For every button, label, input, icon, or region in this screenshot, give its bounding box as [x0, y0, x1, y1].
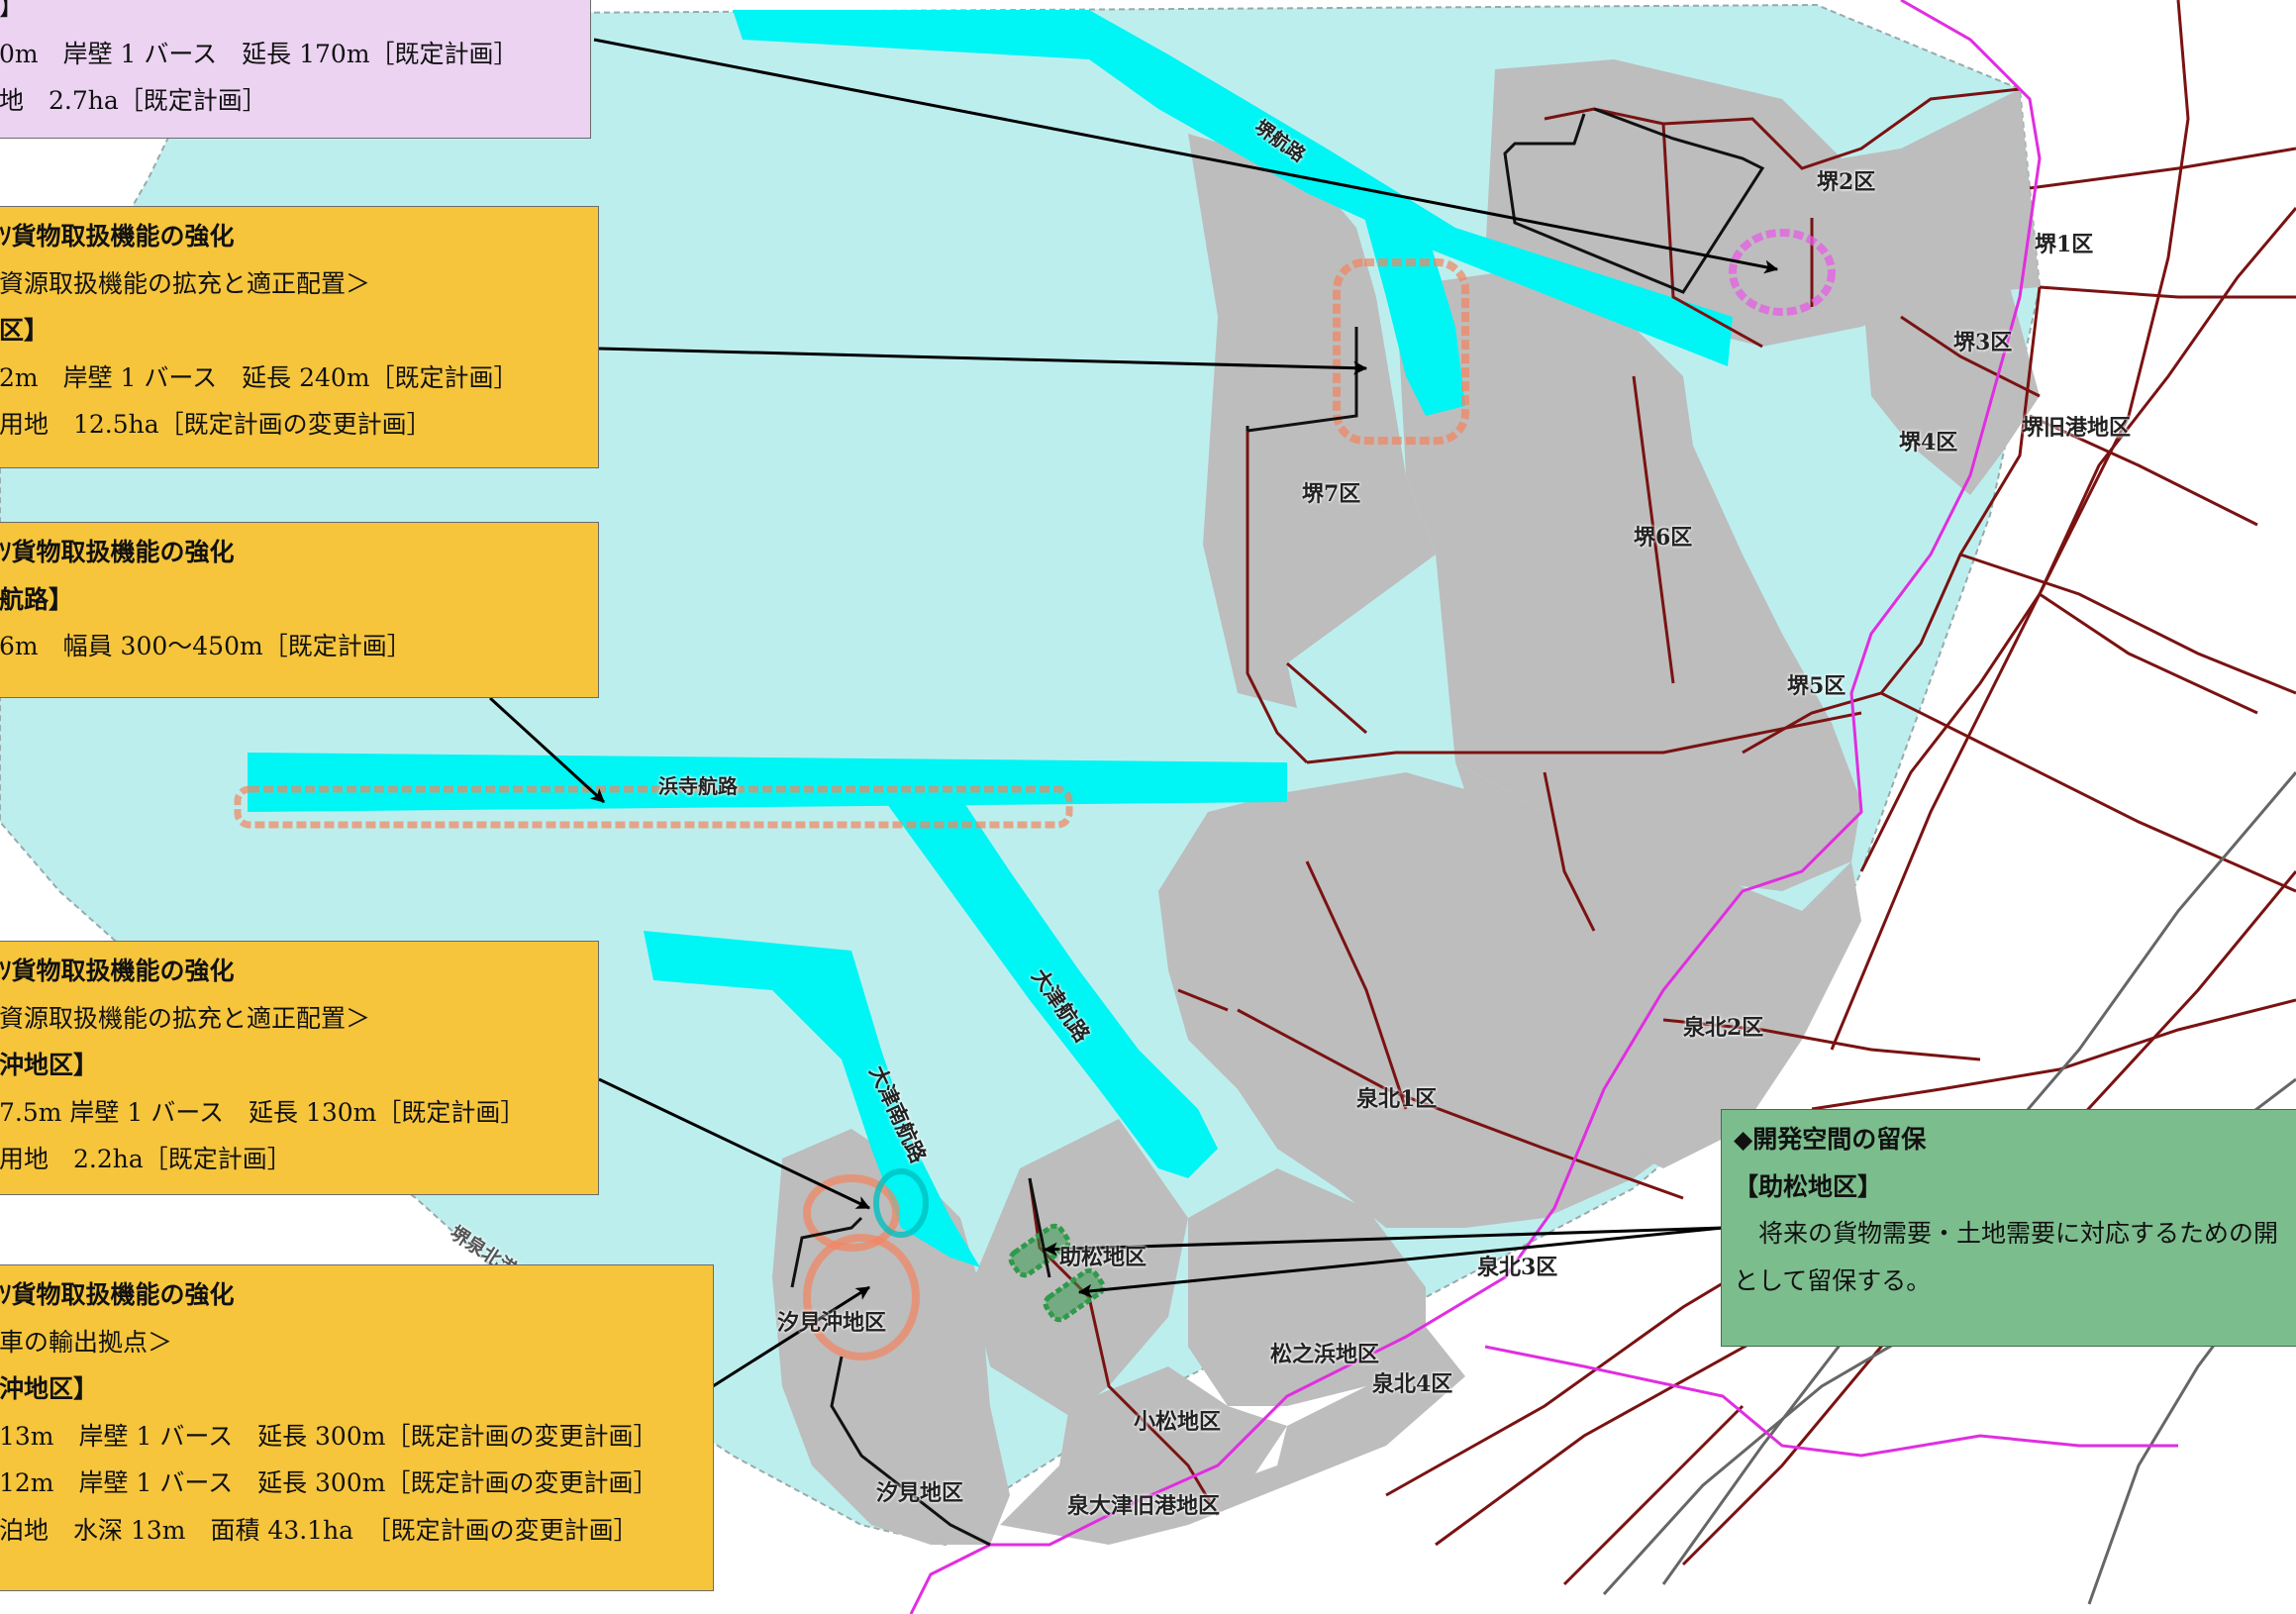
label-sakai5: 堺5区 [1787, 673, 1847, 699]
callout-line: 0m 岸壁 1 バース 延長 170m［既定計画］ [0, 39, 519, 68]
callout-line: 将来の貨物需要・土地需要に対応するための開 [1734, 1219, 2279, 1248]
label-shiomi: 汐見地区 [876, 1480, 964, 1506]
callout-line: 12m 岸壁 1 バース 延長 300m［既定計画の変更計画］ [0, 1468, 658, 1497]
label-senboku2: 泉北2区 [1683, 1015, 1764, 1041]
label-matsunohama: 松之浜地区 [1270, 1342, 1380, 1367]
callout-line: 地 2.7ha［既定計画］ [0, 86, 267, 115]
label-sukematsu: 助松地区 [1059, 1245, 1148, 1270]
land-senboku2 [1455, 762, 1861, 1168]
arrow-yellow3-to-shiomi-oki [598, 1077, 871, 1210]
arrow-yellow4-to-shiomi-oki [712, 1285, 870, 1388]
facility-outlines [790, 107, 1765, 1547]
label-sakai2: 堺2区 [1817, 169, 1876, 195]
label-sakai-old-port: 堺旧港地区 [2022, 415, 2132, 441]
callout-line: 航路】 [0, 584, 74, 614]
callout-line: 泊地 水深 13m 面積 43.1ha ［既定計画の変更計画］ [0, 1515, 639, 1545]
callout-line: 資源取扱機能の拡充と適正配置＞ [0, 268, 371, 298]
callout-shiomi-oki-plan-2: ｿ貨物取扱機能の強化 車の輸出拠点＞ 沖地区】 13m 岸壁 1 バース 延長 … [0, 1264, 714, 1591]
highlight-shiomi-channel [873, 1168, 929, 1238]
label-komatsu: 小松地区 [1134, 1409, 1222, 1435]
leader-arrows [488, 38, 1779, 1388]
callout-hamadera-route-plan: ｿ貨物取扱機能の強化 航路】 6m 幅員 300～450m［既定計画］ [0, 522, 599, 698]
arrow-pink-to-sakai2 [593, 38, 1779, 274]
callout-sukematsu-reserve: ◆開発空間の留保 【助松地区】 将来の貨物需要・土地需要に対応するための開 とし… [1721, 1109, 2296, 1347]
land-izumi-otsu [1000, 1327, 1465, 1545]
callout-line: 用地 2.2ha［既定計画］ [0, 1145, 292, 1173]
land-areas [772, 59, 2040, 1545]
callout-line: 車の輸出拠点＞ [0, 1327, 173, 1357]
highlight-sakai7-orange [1333, 258, 1469, 445]
navigation-channels [248, 10, 1733, 1267]
callout-line: 沖地区】 [0, 1051, 99, 1079]
label-sakai1: 堺1区 [2035, 232, 2094, 257]
highlight-shiomi-oki-lower [803, 1234, 920, 1361]
callout-lines: 】 0m 岸壁 1 バース 延長 170m［既定計画］ 地 2.7ha［既定計画… [0, 0, 576, 125]
label-senboku4: 泉北4区 [1372, 1371, 1453, 1397]
channel-sakai-route-branch [1356, 188, 1465, 416]
land-komatsu [1059, 1366, 1287, 1515]
municipal-boundary [909, 0, 2178, 1614]
callout-line: 資源取扱機能の拡充と適正配置＞ [0, 1003, 371, 1033]
callout-line: 沖地区】 [0, 1374, 99, 1403]
label-sakai6: 堺6区 [1634, 525, 1693, 551]
callout-line: 13m 岸壁 1 バース 延長 300m［既定計画の変更計画］ [0, 1421, 658, 1451]
highlight-sakai2-pink [1729, 229, 1836, 316]
label-izumi-otsu-old-port: 泉大津旧港地区 [1067, 1493, 1221, 1519]
callout-sakai2-plan: 】 0m 岸壁 1 バース 延長 170m［既定計画］ 地 2.7ha［既定計画… [0, 0, 591, 139]
label-shiomi-oki: 汐見沖地区 [777, 1310, 887, 1336]
label-hamadera-route: 浜寺航路 [658, 774, 738, 798]
callout-line: 用地 12.5ha［既定計画の変更計画］ [0, 410, 432, 439]
callout-heading: ｿ貨物取扱機能の強化 [0, 222, 235, 251]
callout-line: 6m 幅員 300～450m［既定計画］ [0, 632, 412, 660]
plan-highlights [234, 229, 1836, 1361]
label-sakai4: 堺4区 [1899, 430, 1958, 455]
callout-shiomi-oki-plan-1: ｿ貨物取扱機能の強化 資源取扱機能の拡充と適正配置＞ 沖地区】 7.5m 岸壁 … [0, 941, 599, 1195]
label-senboku3: 泉北3区 [1477, 1255, 1558, 1280]
callout-line: 【助松地区】 [1734, 1171, 1883, 1201]
callout-line: 2m 岸壁 1 バース 延長 240m［既定計画］ [0, 362, 519, 392]
land-sakai3-4 [1861, 277, 2040, 495]
highlight-shiomi-oki-upper [803, 1174, 900, 1252]
arrow-green-to-sukematsu-1 [1043, 1226, 1724, 1257]
channel-otsu-route [871, 782, 1218, 1178]
land-sukematsu [970, 1119, 1188, 1416]
arrow-yellow2-to-hamadera [488, 696, 606, 804]
callout-line: 7.5m 岸壁 1 バース 延長 130m［既定計画］ [0, 1097, 526, 1127]
channel-otsu-south-route [644, 931, 980, 1267]
land-sakai2 [1485, 59, 2040, 347]
channel-hamadera-route [248, 753, 1287, 812]
arrow-yellow1-to-sakai7 [598, 347, 1368, 375]
callout-heading: ｿ貨物取扱機能の強化 [0, 1280, 235, 1309]
arrow-green-to-sukematsu-2 [1077, 1226, 1724, 1298]
callout-line: 】 [0, 0, 25, 21]
callout-heading: ｿ貨物取扱機能の強化 [0, 957, 235, 985]
callout-sakai7-plan: ｿ貨物取扱機能の強化 資源取扱機能の拡充と適正配置＞ 区】 2m 岸壁 1 バー… [0, 206, 599, 468]
label-sakai7: 堺7区 [1302, 481, 1361, 507]
callout-heading: ｿ貨物取扱機能の強化 [0, 538, 235, 566]
highlight-hamadera-orange [234, 785, 1073, 829]
label-senboku1: 泉北1区 [1356, 1086, 1438, 1112]
callout-line: 区】 [0, 316, 50, 345]
callout-heading: ◆開発空間の留保 [1734, 1125, 1927, 1154]
label-sakai3: 堺3区 [1953, 330, 2013, 355]
highlight-sukematsu-green-2 [1043, 1267, 1106, 1323]
callout-line: として留保する。 [1734, 1265, 1932, 1295]
land-matsunohama [1188, 1168, 1426, 1406]
